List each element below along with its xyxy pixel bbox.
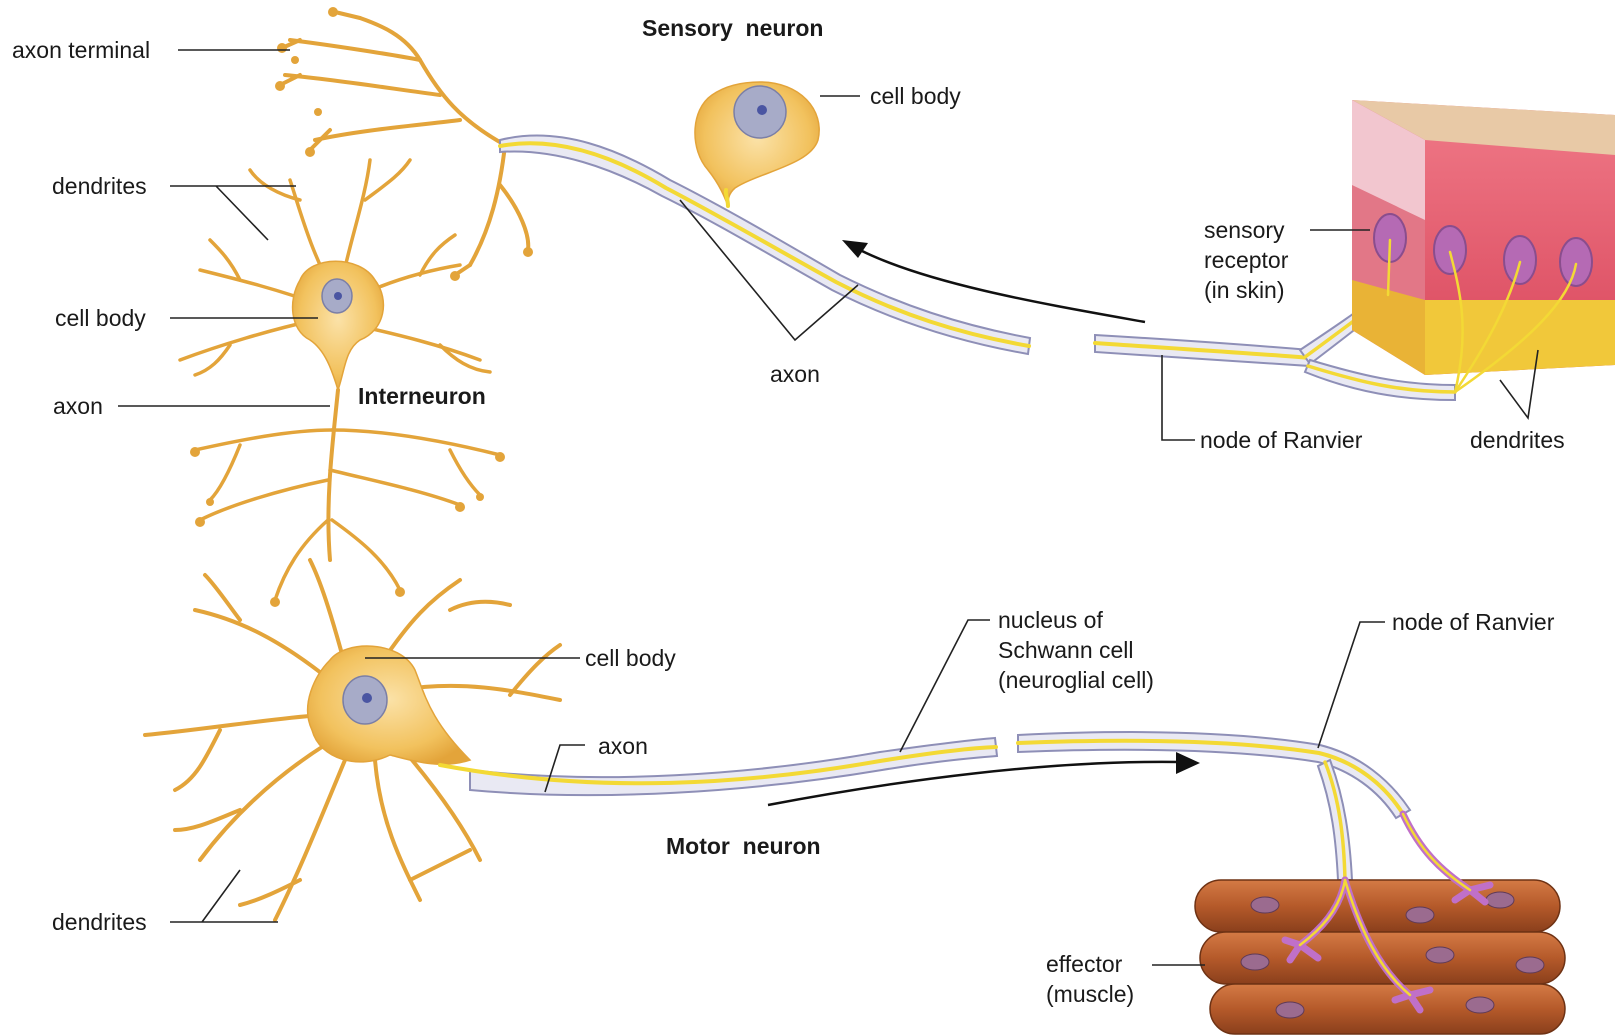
- sensory-axon-label: axon: [770, 361, 820, 387]
- motor-neuron-title: Motor neuron: [666, 833, 821, 859]
- sensory-dendrites-label: dendrites: [1470, 427, 1565, 453]
- effector-muscle: [1195, 814, 1565, 1034]
- motor-neuron: [145, 560, 1410, 920]
- sensory-node-label: node of Ranvier: [1200, 427, 1363, 453]
- schwann-label-2: Schwann cell: [998, 637, 1134, 663]
- interneuron-dendrites-label: dendrites: [52, 173, 147, 199]
- sensory-cell-body-label: cell body: [870, 83, 961, 109]
- schwann-label-1: nucleus of: [998, 607, 1103, 633]
- motor-cell-body: [308, 646, 470, 764]
- motor-dendrites-label: dendrites: [52, 909, 147, 935]
- skin-block: [1352, 100, 1615, 392]
- interneuron: [180, 7, 533, 607]
- axon-terminal-label: axon terminal: [12, 37, 150, 63]
- motor-cell-body-label: cell body: [585, 645, 676, 671]
- schwann-label-3: (neuroglial cell): [998, 667, 1154, 693]
- interneuron-title: Interneuron: [358, 383, 486, 409]
- motor-node-label: node of Ranvier: [1392, 609, 1555, 635]
- sensory-neuron-title: Sensory neuron: [642, 15, 823, 41]
- interneuron-axon-label: axon: [53, 393, 103, 419]
- interneuron-axon: [328, 390, 338, 560]
- motor-axon-left: [440, 738, 997, 795]
- sensory-receptor-label-3: (in skin): [1204, 277, 1285, 303]
- interneuron-lower-terminals: [195, 430, 500, 600]
- motor-axon-label: axon: [598, 733, 648, 759]
- sensory-receptor-label-1: sensory: [1204, 217, 1285, 243]
- interneuron-cell-body-label: cell body: [55, 305, 146, 331]
- motor-axon-right: [1018, 732, 1410, 880]
- sensory-receptor-label-2: receptor: [1204, 247, 1289, 273]
- leader-lines: [118, 50, 1538, 965]
- effector-label-2: (muscle): [1046, 981, 1134, 1007]
- effector-label-1: effector: [1046, 951, 1123, 977]
- sensory-neuron: [500, 82, 1455, 400]
- interneuron-axon-terminal-branches: [280, 12, 528, 275]
